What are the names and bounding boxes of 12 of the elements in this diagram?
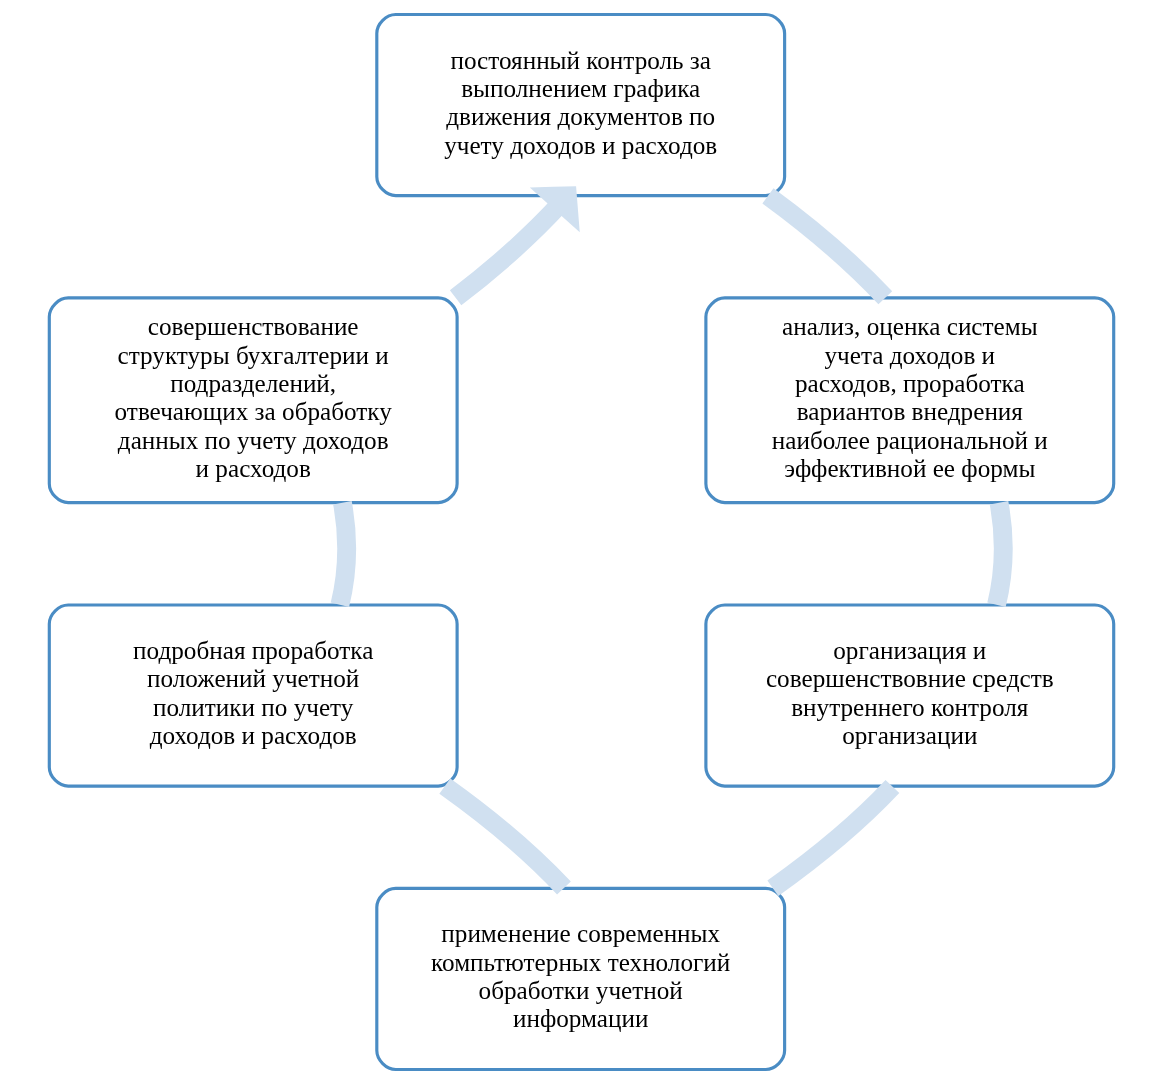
connector [766,780,899,896]
connector [761,188,892,305]
arrow [449,186,580,306]
node-box: постоянный контроль за выполнением графика движения документов по учету доходов и расходов [374,12,786,198]
node-box: анализ, оценка системы учета доходов и расходов, проработка вариантов внедрения наиболее рациональной и эффективной ее формы [703,296,1115,505]
node-box: совершенствование структуры бухгалтерии и подразделений, отвечающих за обработку данных по учету доходов и расходов [47,296,459,505]
node-box: применение современных компьтютерных технологий обработки учетной информации [374,886,786,1072]
node-box: подробная проработка положений учетной политики по учету доходов и расходов [47,603,459,788]
connector [986,501,1012,607]
node-box: организация и совершенствовние средств внутреннего контроля организации [703,603,1115,788]
connector [438,778,571,895]
connector [330,501,356,607]
